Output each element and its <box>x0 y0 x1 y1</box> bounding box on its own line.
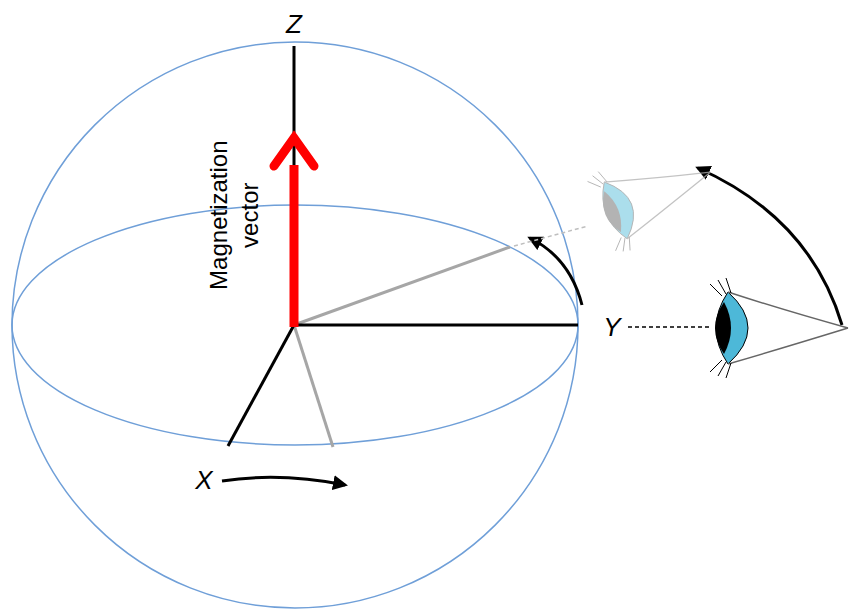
sight-line <box>514 226 588 246</box>
rotation-arrow <box>698 168 842 325</box>
rotated-observer-eye <box>586 133 727 256</box>
x-axis <box>228 325 294 446</box>
sphere-outline <box>12 42 578 608</box>
rotation-arrow <box>222 477 345 485</box>
observer-eye <box>710 278 848 378</box>
vector-label: Magnetization vector <box>203 130 265 300</box>
magnetization-arrow-shaft <box>290 165 299 327</box>
axis-label: X <box>195 467 212 493</box>
axis-label: Z <box>286 11 302 37</box>
y-axis <box>294 324 578 327</box>
magnetization-arrow-head <box>274 138 314 166</box>
axis-label: Y <box>603 314 620 340</box>
rotation-arrow <box>530 238 582 305</box>
rotated-y-axis <box>294 247 510 325</box>
sight-line <box>628 326 712 328</box>
rotated-x-axis <box>294 325 333 447</box>
